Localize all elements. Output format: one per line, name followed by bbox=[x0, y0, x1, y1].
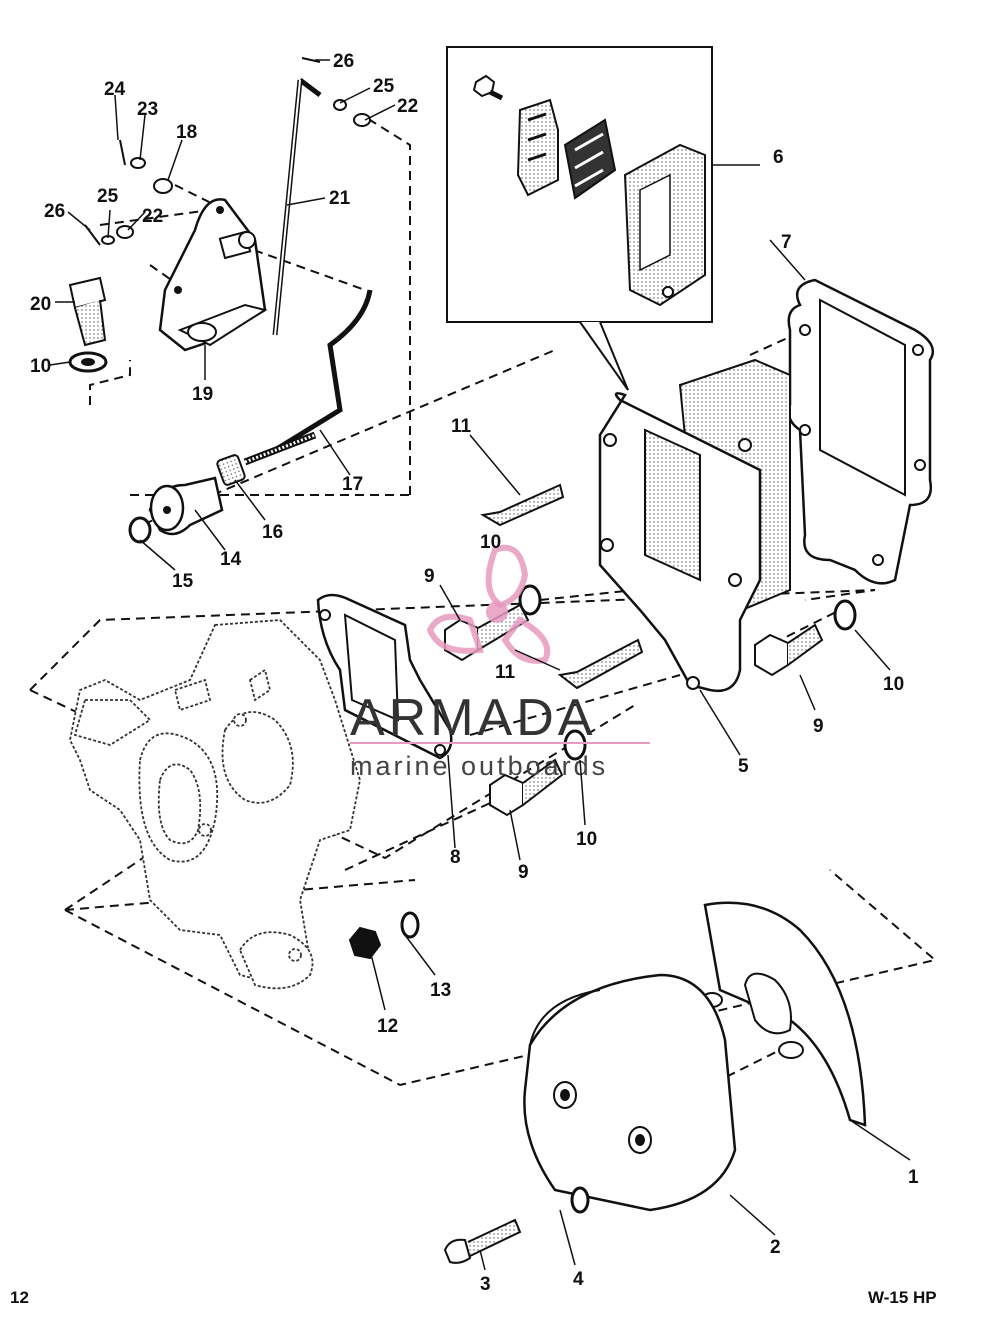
inset-screw-icon bbox=[472, 74, 504, 101]
callout-22-lower: 22 bbox=[142, 206, 163, 227]
knob-parts bbox=[128, 454, 246, 544]
callout-10-left: 10 bbox=[30, 356, 51, 377]
callout-24: 24 bbox=[104, 79, 126, 100]
callout-1: 1 bbox=[908, 1167, 919, 1188]
callout-12: 12 bbox=[377, 1016, 398, 1037]
callout-10-upper: 10 bbox=[480, 532, 501, 553]
callout-13: 13 bbox=[430, 980, 451, 1001]
callout-11-upper: 11 bbox=[451, 416, 472, 437]
model-label: W-15 HP bbox=[868, 1288, 937, 1307]
reed-valve-inset bbox=[446, 46, 760, 391]
carburetor-assembly bbox=[69, 619, 361, 990]
threaded-rod-17 bbox=[243, 431, 317, 466]
callout-8: 8 bbox=[450, 847, 461, 868]
callout-7: 7 bbox=[781, 232, 792, 253]
callout-6: 6 bbox=[773, 147, 784, 168]
callout-11-lower: 11 bbox=[495, 662, 516, 683]
callout-10-right: 10 bbox=[883, 674, 904, 695]
callout-14: 14 bbox=[220, 549, 242, 570]
callout-labels: 1 2 3 4 5 6 7 8 9 9 9 10 10 10 10 11 11 … bbox=[30, 51, 919, 1295]
watermark-tagline: marine outboards bbox=[350, 751, 608, 781]
callout-2: 2 bbox=[770, 1237, 781, 1258]
callout-9-lower: 9 bbox=[518, 862, 529, 883]
callout-3: 3 bbox=[480, 1274, 491, 1295]
reed-block-body-5 bbox=[598, 358, 791, 693]
callout-15: 15 bbox=[172, 571, 194, 592]
callout-26-lower: 26 bbox=[44, 201, 65, 222]
callout-23: 23 bbox=[137, 99, 158, 120]
callout-25-lower: 25 bbox=[97, 186, 119, 207]
callout-26-upper: 26 bbox=[333, 51, 354, 72]
throttle-link-rods bbox=[272, 78, 373, 453]
hardware-small-parts bbox=[68, 57, 857, 1214]
callout-16: 16 bbox=[262, 522, 283, 543]
callout-10-lower: 10 bbox=[576, 829, 597, 850]
watermark-brand: ARMADA bbox=[350, 689, 596, 747]
callout-25-upper: 25 bbox=[373, 76, 395, 97]
inset-reed-petals-icon bbox=[563, 118, 617, 200]
inset-reed-plate-icon bbox=[516, 98, 559, 197]
callout-9-upper: 9 bbox=[424, 566, 435, 587]
flame-arrestor-cover-2 bbox=[523, 973, 737, 1212]
inset-reed-block-icon bbox=[623, 143, 706, 307]
callout-4: 4 bbox=[573, 1269, 584, 1290]
callout-22-upper: 22 bbox=[397, 96, 418, 117]
reed-gasket-7 bbox=[787, 278, 935, 585]
callout-17: 17 bbox=[342, 474, 363, 495]
callout-18: 18 bbox=[176, 122, 197, 143]
throttle-bracket-19 bbox=[158, 198, 268, 352]
callout-21: 21 bbox=[329, 188, 351, 209]
callout-20: 20 bbox=[30, 294, 51, 315]
carburetor-gasket-8 bbox=[316, 593, 453, 760]
watermark: ARMADA marine outboards bbox=[350, 544, 650, 781]
callout-leaders bbox=[49, 59, 911, 1271]
page-number: 12 bbox=[10, 1288, 29, 1307]
callout-5: 5 bbox=[738, 756, 749, 777]
callout-19: 19 bbox=[192, 384, 213, 405]
callout-9-right: 9 bbox=[813, 716, 824, 737]
